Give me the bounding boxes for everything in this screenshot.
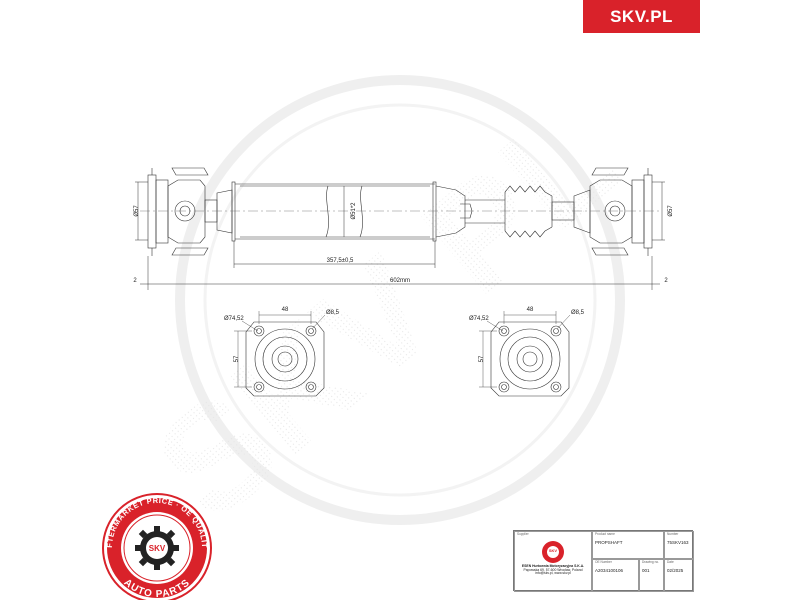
supplier-cell: Supplier SKV ESEN Hurtownia Motoryzacyjn… <box>514 531 592 592</box>
right-flange <box>589 167 653 256</box>
flange-left-hole: Ø8,5 <box>326 310 340 316</box>
tube-length: 357,5±0,5 <box>327 258 354 264</box>
left-flange-diameter: Ø57 <box>134 205 140 217</box>
oe-number-cell: OE Number A2034100106 <box>592 559 639 592</box>
dimension-lines <box>135 181 665 290</box>
flange-view-right <box>479 311 571 397</box>
flange-right-width: 48 <box>527 307 534 313</box>
product-name-label: Product name <box>595 532 615 536</box>
company-name: ESEN Hurtownia Motoryzacyjna S.K.A. <box>521 563 585 568</box>
part-number: 75SKV163 <box>667 539 689 545</box>
oe-number: A2034100106 <box>595 567 624 573</box>
right-flange-diameter: Ø57 <box>668 205 674 217</box>
date-cell: Date 02/2025 <box>664 559 694 592</box>
left-offset: 2 <box>133 278 137 284</box>
number-cell: Number 75SKV163 <box>664 531 694 559</box>
drawing-no-label: Drawing no. <box>642 560 660 564</box>
flange-right-bolt-circle: Ø74,52 <box>469 316 489 322</box>
title-block: Supplier SKV ESEN Hurtownia Motoryzacyjn… <box>513 530 694 592</box>
flange-left-height: 57 <box>234 355 240 362</box>
tube-diameter: Ø51*2 <box>351 202 357 220</box>
flange-right-hole: Ø8,5 <box>571 310 585 316</box>
date: 02/2025 <box>667 567 684 573</box>
flange-left-bolt-circle: Ø74,52 <box>224 316 244 322</box>
flange-right-height: 57 <box>479 355 485 362</box>
product-name: PROPSHAFT <box>595 539 623 545</box>
date-label: Date <box>667 560 674 564</box>
drawing-no-cell: Drawing no. 001 <box>639 559 664 592</box>
brand-logo[interactable]: SKV.PL <box>583 0 700 33</box>
oe-number-label: OE Number <box>595 560 612 564</box>
company-address: Papowska 69, 57-600 Wrocław, Poland <box>523 567 583 572</box>
watermark: SKV PL <box>124 75 647 552</box>
product-name-cell: Product name PROPSHAFT <box>592 531 664 559</box>
flange-left-width: 48 <box>282 307 289 313</box>
company-logo: SKV <box>542 540 564 563</box>
number-label: Number <box>667 532 679 536</box>
flange-view-left <box>234 311 326 397</box>
supplier-label: Supplier <box>517 532 529 536</box>
company-contact: info@skv.pl, www.skv.pl <box>535 571 571 576</box>
main-tube <box>231 181 505 242</box>
right-offset: 2 <box>664 278 668 284</box>
watermark-text: SKV PL <box>124 75 647 552</box>
drawing-no: 001 <box>642 567 650 573</box>
total-length: 602mm <box>390 278 410 284</box>
seal-center-text: SKV <box>149 544 166 553</box>
